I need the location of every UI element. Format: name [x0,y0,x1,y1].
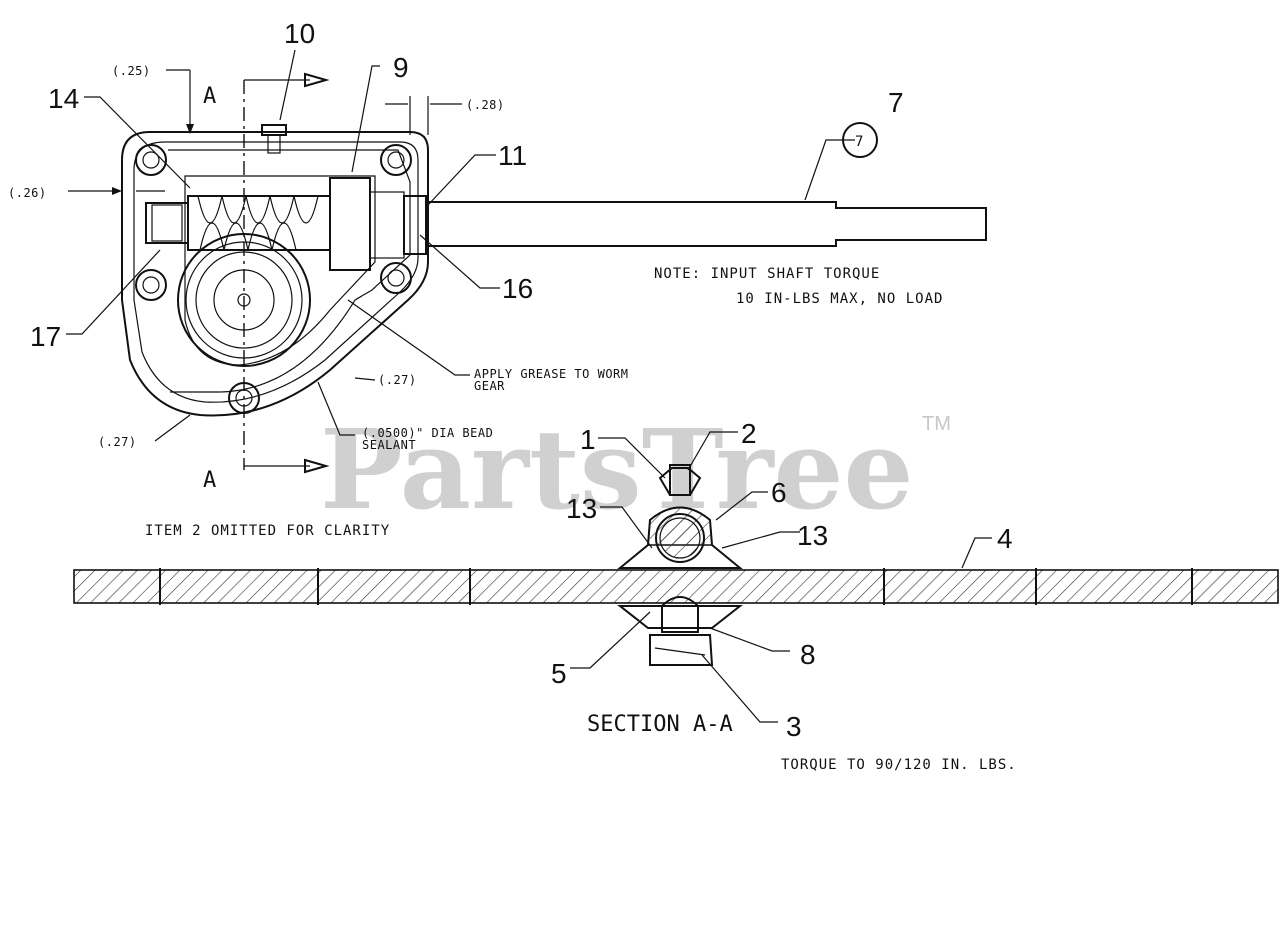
dimension-25: (.25) [112,64,151,78]
part-label-5: 5 [551,658,567,689]
part-label-3: 3 [786,711,802,742]
mounting-boss-right [380,262,412,294]
note-bead-line1: (.0500)" DIA BEAD [362,426,493,440]
mounting-boss-top-right [380,144,412,176]
section-title: SECTION A-A [587,712,733,737]
note-torque: TORQUE TO 90/120 IN. LBS. [781,757,1017,773]
dimension-27-left: (.27) [98,435,137,449]
part-label-2: 2 [741,418,757,449]
part-label-7: 7 [888,87,904,118]
note-input-shaft-line2: 10 IN-LBS MAX, NO LOAD [736,291,943,307]
part-label-16: 16 [502,273,533,304]
part-label-17: 17 [30,321,61,352]
part-label-13-right: 13 [797,520,828,551]
dimension-28: (.28) [466,98,505,112]
part-label-14: 14 [48,83,79,114]
gearbox-housing [121,131,429,417]
part-label-9: 9 [393,52,409,83]
section-mark-a-bottom: A [203,468,216,493]
note-grease-line1: APPLY GREASE TO WORM [474,367,629,381]
axle-shaft [73,568,1279,605]
vent-fitting [261,124,287,154]
section-mark-a-top: A [203,84,216,109]
input-shaft [425,201,987,247]
mounting-boss-top-left [135,144,167,176]
part-label-13-left: 13 [566,493,597,524]
note-item-omitted: ITEM 2 OMITTED FOR CLARITY [145,523,390,539]
part-label-7-circle: 7 [855,134,864,150]
part-label-8: 8 [800,639,816,670]
note-input-shaft-line1: NOTE: INPUT SHAFT TORQUE [654,266,880,282]
part-label-10: 10 [284,18,315,49]
mounting-boss-left [135,269,167,301]
watermark-text: PartsTree [320,405,914,534]
gear-hub-section [617,464,743,666]
dimension-27-right: (.27) [378,373,417,387]
part-label-6: 6 [771,477,787,508]
worm-shaft [145,177,427,271]
part-label-4: 4 [997,523,1013,554]
part-label-11: 11 [498,140,527,171]
dimension-26: (.26) [8,186,47,200]
watermark-tm: TM [922,413,951,435]
note-bead-line2: SEALANT [362,438,416,452]
note-grease-line2: GEAR [474,379,505,393]
part-label-1: 1 [580,424,596,455]
